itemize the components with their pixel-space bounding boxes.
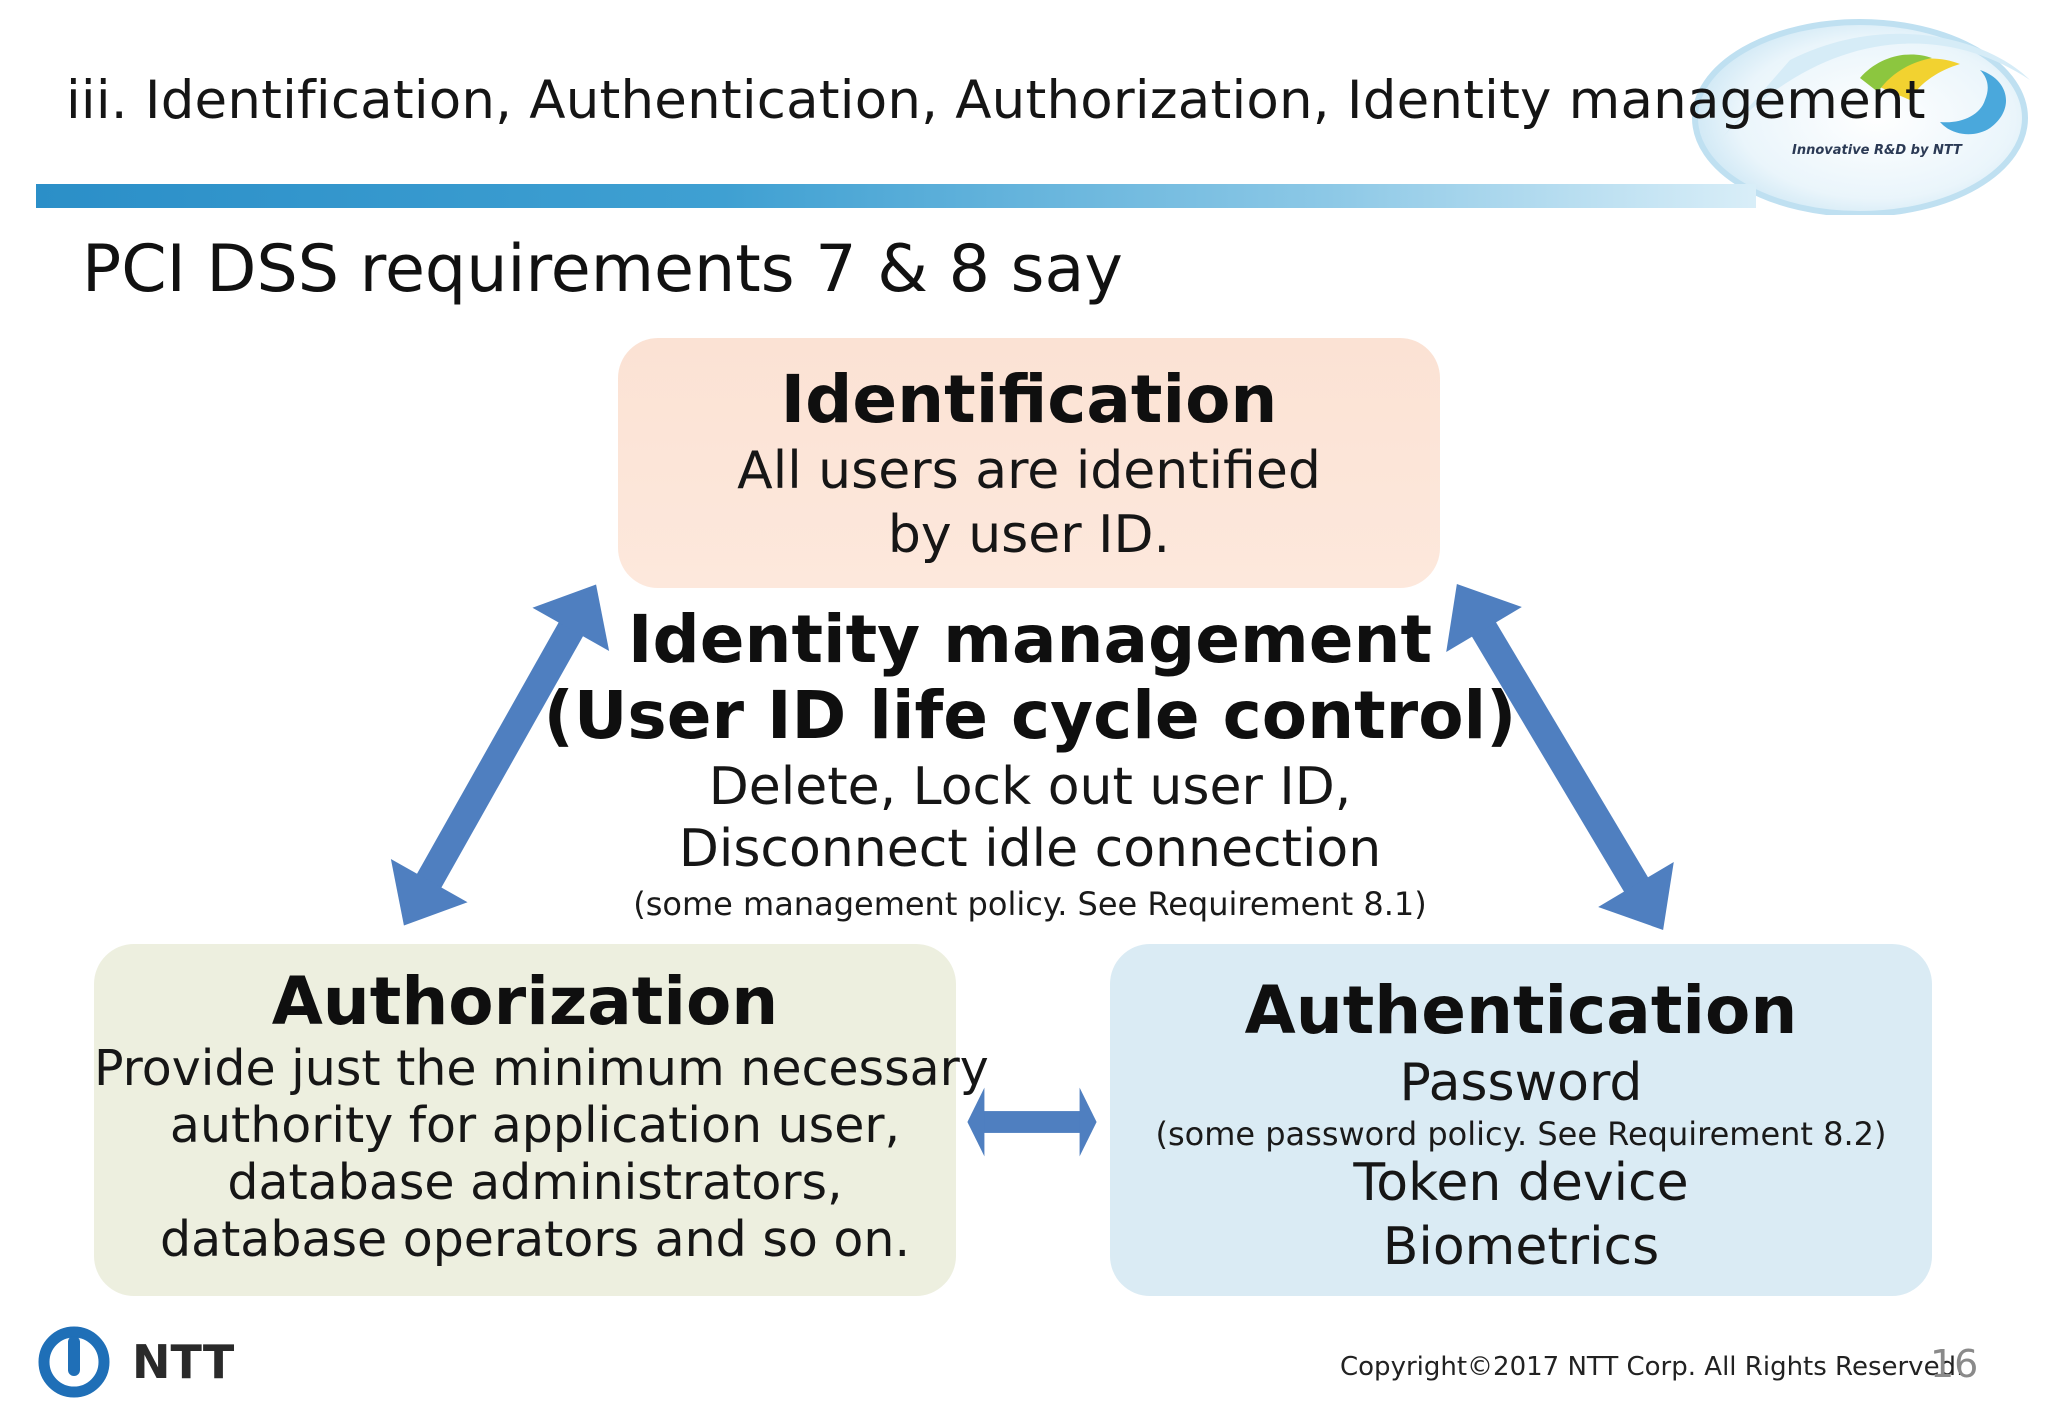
logo-tagline: Innovative R&D by NTT (1792, 143, 1962, 158)
authentication-title: Authentication (1244, 972, 1798, 1049)
identification-line: All users are identified (737, 441, 1321, 501)
authentication-note: (some password policy. See Requirement 8… (1155, 1115, 1887, 1153)
authorization-box (94, 944, 956, 1296)
page-number: 16 (1930, 1342, 1979, 1386)
authorization-line: Provide just the minimum necessary (94, 1040, 989, 1097)
page-title: iii. Identification, Authentication, Aut… (66, 70, 1926, 131)
slide-subtitle: PCI DSS requirements 7 & 8 say (82, 232, 1123, 307)
authorization-title: Authorization (271, 963, 779, 1040)
authorization-line: authority for application user, (169, 1097, 901, 1154)
ntt-swirl-logo-icon (1692, 19, 2030, 215)
identification-box (618, 338, 1440, 588)
identification-title: Identification (780, 361, 1278, 438)
authorization-line: database administrators, (227, 1154, 843, 1211)
identity-management-line: Delete, Lock out user ID, (708, 757, 1352, 817)
copyright-text: Copyright©2017 NTT Corp. All Rights Rese… (1340, 1352, 1965, 1382)
authentication-box (1110, 944, 1932, 1296)
identity-management-title: Identity management (627, 601, 1433, 678)
authentication-line: Biometrics (1382, 1217, 1660, 1277)
authorization-line: database operators and so on. (159, 1211, 911, 1268)
header-divider-bar (36, 184, 1756, 208)
identification-line: by user ID. (887, 505, 1171, 565)
ntt-logo-icon: NTT (38, 1326, 235, 1398)
identity-management-line: Disconnect idle connection (678, 819, 1382, 879)
identity-management-note: (some management policy. See Requirement… (633, 885, 1427, 923)
authentication-line: Password (1399, 1053, 1643, 1113)
identity-management-subtitle: (User ID life cycle control) (543, 677, 1517, 754)
horizontal-arrow-icon (967, 1087, 1097, 1157)
ntt-logo-text: NTT (132, 1335, 235, 1389)
authentication-line: Token device (1353, 1153, 1689, 1213)
